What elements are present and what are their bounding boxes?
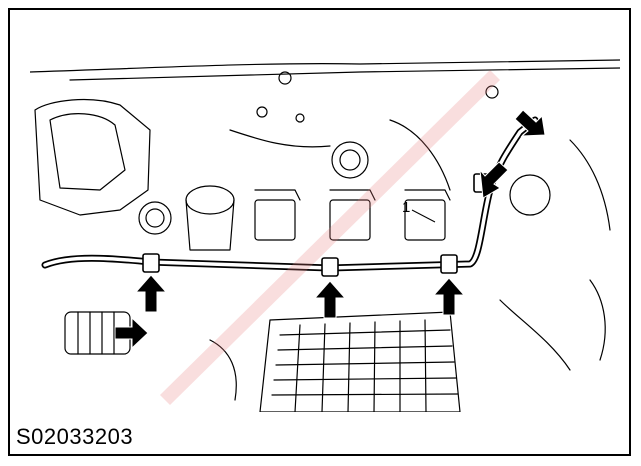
- canister: [509, 174, 551, 216]
- engine-bay-illustration: 1: [30, 59, 620, 412]
- block-arrow-1-icon: [134, 274, 168, 313]
- callout-label: 1: [402, 199, 410, 216]
- hose-clip-2: [321, 257, 339, 277]
- ignition-coil-3: [404, 199, 446, 241]
- ignition-coil-1: [254, 199, 296, 241]
- intake-manifold: [259, 311, 461, 412]
- block-arrow-5-icon: [479, 161, 509, 199]
- figure-id: S02033203: [16, 424, 134, 449]
- oil-filler-cap: [185, 185, 235, 215]
- hood-edge: [30, 59, 620, 73]
- figure-frame: [8, 8, 631, 456]
- block-arrow-3-icon: [432, 277, 466, 316]
- engine-left-housing: [34, 98, 151, 216]
- block-arrow-6-icon: [514, 109, 546, 137]
- hose-clip-3: [440, 254, 458, 274]
- hose-clip-1: [142, 253, 160, 273]
- throttle-body: [138, 201, 172, 235]
- reservoir-cap: [331, 141, 369, 179]
- watermark: [160, 70, 500, 405]
- block-arrow-2-icon: [313, 280, 347, 319]
- ignition-coil-2: [329, 199, 371, 241]
- block-arrow-4-icon: [114, 316, 149, 350]
